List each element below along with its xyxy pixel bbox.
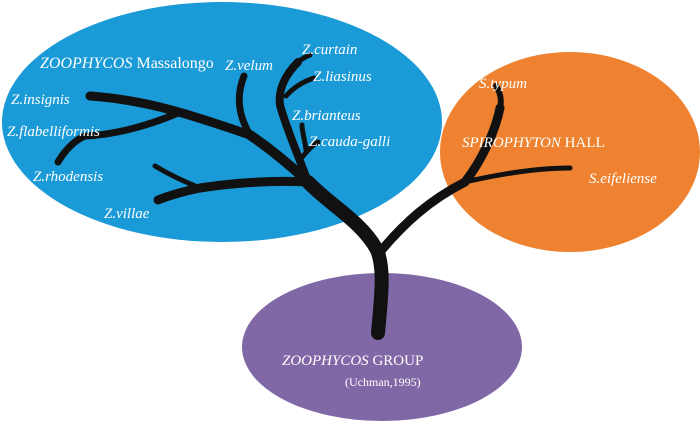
species-label-s-eifeliense: S.eifeliense xyxy=(589,171,657,187)
branch-z-curtain xyxy=(295,52,313,65)
species-label-z-villae: Z.villae xyxy=(104,206,150,222)
species-label-z-cauda-galli: Z.cauda-galli xyxy=(309,134,390,150)
branch-z-flabelliformis xyxy=(54,109,182,166)
branch-z-liasinus xyxy=(283,75,317,99)
species-label-z-velum: Z.velum xyxy=(225,58,273,74)
branch-s-typum xyxy=(493,83,504,111)
species-label-z-flabelliformis: Z.flabelliformis xyxy=(7,124,100,140)
species-label-z-rhodensis: Z.rhodensis xyxy=(33,169,103,185)
zoophycos-title: ZOOPHYCOS Massalongo xyxy=(40,55,214,72)
spirophyton-title: SPIROPHYTON HALL xyxy=(462,135,605,151)
branch-z-insignis xyxy=(85,91,255,140)
branch-z-rhodensis xyxy=(152,163,203,191)
branch-z-cauda-galli xyxy=(297,139,321,163)
group-ellipse xyxy=(242,273,522,421)
spirophyton-ellipse xyxy=(440,52,700,252)
species-label-z-brianteus: Z.brianteus xyxy=(292,108,361,124)
branch-z-villae xyxy=(153,176,313,205)
branch-z-brianteus xyxy=(299,122,309,153)
species-label-s-typum: S.typum xyxy=(479,76,527,92)
species-label-z-insignis: Z.insignis xyxy=(11,92,70,108)
tree-branches xyxy=(54,52,573,340)
species-label-z-curtain: Z.curtain xyxy=(302,42,357,58)
branch-s-eifeliense xyxy=(462,165,573,185)
species-label-z-liasinus: Z.liasinus xyxy=(313,69,372,85)
group-title: ZOOPHYCOS GROUP xyxy=(282,353,423,369)
group-citation: (Uchman,1995) xyxy=(345,375,421,389)
branch-z-velum xyxy=(235,72,254,139)
